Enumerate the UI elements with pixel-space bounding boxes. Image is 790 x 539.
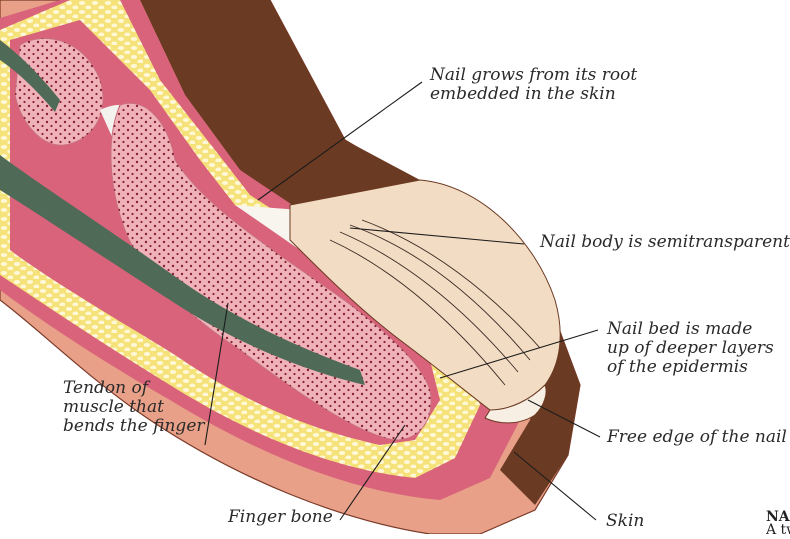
label-skin: Skin [606, 512, 644, 531]
caption-fragment-line2: A tw [766, 523, 790, 534]
label-nail-root: Nail grows from its root embedded in the… [430, 66, 637, 104]
label-nail-body: Nail body is semitransparent [540, 233, 790, 252]
label-tendon: Tendon of muscle that bends the finger [63, 379, 205, 436]
label-nail-bed: Nail bed is made up of deeper layers of … [607, 320, 774, 377]
label-finger-bone: Finger bone [228, 508, 333, 527]
label-free-edge: Free edge of the nail [607, 428, 787, 447]
